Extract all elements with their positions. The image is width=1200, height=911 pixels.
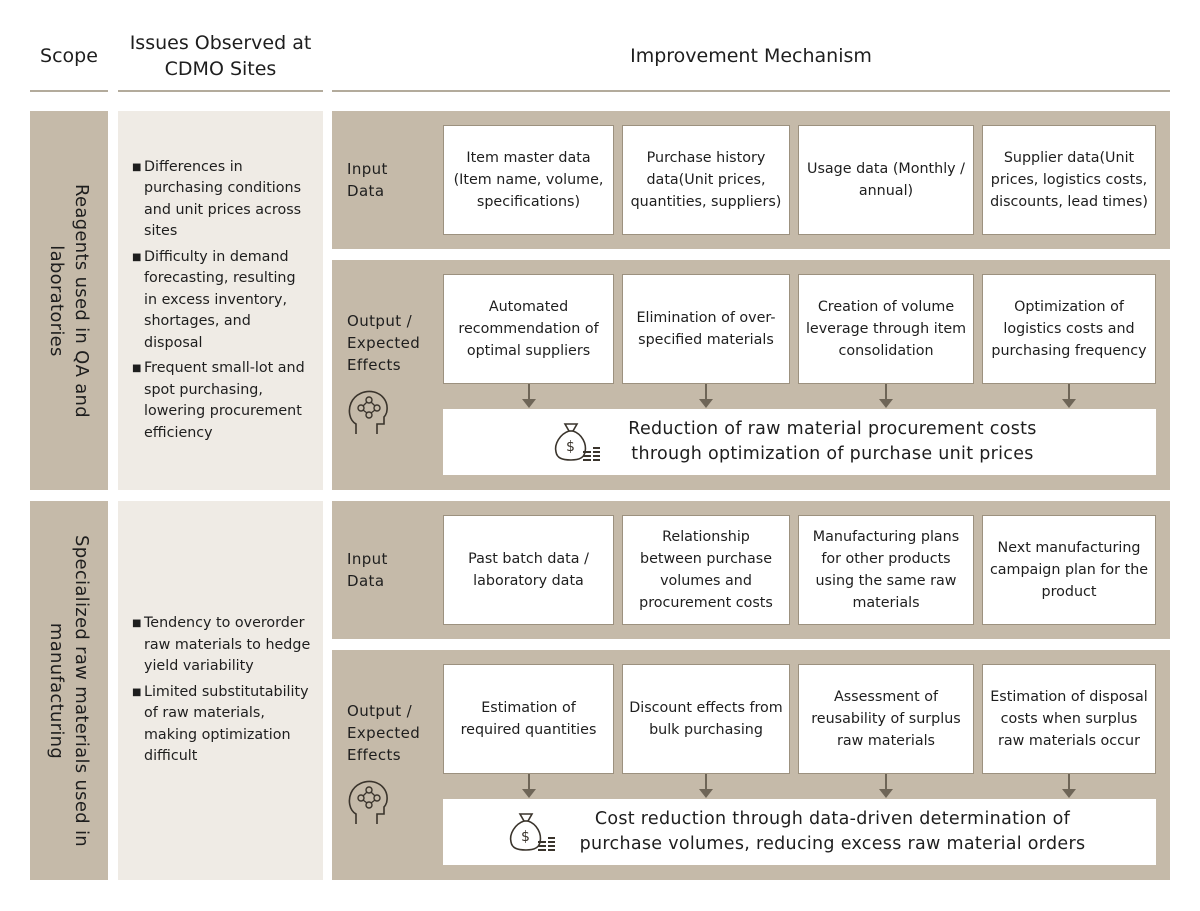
effect-text: Reduction of raw material procurement co… <box>628 419 1037 464</box>
input-box: Supplier data(Unit prices, logistics cos… <box>982 125 1156 235</box>
output-box: Optimization of logistics costs and purc… <box>982 274 1156 384</box>
input-box: Usage data (Monthly / annual) <box>798 125 974 235</box>
input-box: Manufacturing plans for other products u… <box>798 515 974 625</box>
head-network-icon <box>348 780 388 824</box>
effect-box: $ Reduction of raw material procurement … <box>443 409 1156 475</box>
money-bag-coins-icon: $ <box>554 423 600 461</box>
header-divider <box>30 90 108 92</box>
header-divider <box>118 90 323 92</box>
arrow-down <box>1062 774 1076 798</box>
output-box: Estimation of disposal costs when surplu… <box>982 664 1156 774</box>
arrow-down <box>879 384 893 408</box>
effect-box: $ Cost reduction through data-driven det… <box>443 799 1156 865</box>
input-panel: Input Data Past batch data / laboratory … <box>332 501 1170 639</box>
svg-text:$: $ <box>521 829 530 845</box>
input-panel: Input Data Item master data (Item name, … <box>332 111 1170 249</box>
arrow-down <box>1062 384 1076 408</box>
output-panel: Output / Expected Effects Estimation of … <box>332 650 1170 880</box>
input-box: Next manufacturing campaign plan for the… <box>982 515 1156 625</box>
arrow-down <box>879 774 893 798</box>
output-box: Creation of volume leverage through item… <box>798 274 974 384</box>
svg-text:$: $ <box>566 439 575 455</box>
arrow-down <box>699 384 713 408</box>
scope-label: Reagents used in QA and laboratories <box>46 183 92 418</box>
output-panel: Output / Expected Effects Automated reco… <box>332 260 1170 490</box>
issue-item: ■Limited substitutability of raw materia… <box>132 683 309 765</box>
input-box: Item master data (Item name, volume, spe… <box>443 125 614 235</box>
issue-item: ■Difficulty in demand forecasting, resul… <box>132 248 296 351</box>
output-label: Output / Expected Effects <box>347 702 421 764</box>
scope-header: Scope <box>40 45 98 67</box>
scope-cell-raw-materials: Specialized raw materials used in manufa… <box>30 501 108 880</box>
input-box: Purchase history data(Unit prices, quant… <box>622 125 790 235</box>
issue-item: ■Differences in purchasing conditions an… <box>132 158 302 240</box>
input-label: Input Data <box>347 160 388 200</box>
head-network-icon <box>348 390 388 434</box>
mechanism-header: Improvement Mechanism <box>630 45 872 67</box>
output-box: Estimation of required quantities <box>443 664 614 774</box>
issue-item: ■Tendency to overorder raw materials to … <box>132 615 311 675</box>
header-divider <box>332 90 1170 92</box>
issues-header: Issues Observed at CDMO Sites <box>129 32 312 80</box>
input-box: Relationship between purchase volumes an… <box>622 515 790 625</box>
input-label: Input Data <box>347 550 388 590</box>
output-box: Elimination of over-specified materials <box>622 274 790 384</box>
scope-cell-reagents: Reagents used in QA and laboratories <box>30 111 108 490</box>
issue-item: ■Frequent small-lot and spot purchasing,… <box>132 360 305 441</box>
effect-text: Cost reduction through data-driven deter… <box>579 809 1086 854</box>
arrow-down <box>522 384 536 408</box>
money-bag-coins-icon: $ <box>509 813 555 851</box>
output-label: Output / Expected Effects <box>347 312 421 374</box>
issues-cell-raw-materials: ■Tendency to overorder raw materials to … <box>118 501 323 880</box>
output-box: Automated recommendation of optimal supp… <box>443 274 614 384</box>
issues-cell-reagents: ■Differences in purchasing conditions an… <box>118 111 323 490</box>
scope-label: Specialized raw materials used in manufa… <box>46 534 92 847</box>
input-box: Past batch data / laboratory data <box>443 515 614 625</box>
output-box: Discount effects from bulk purchasing <box>622 664 790 774</box>
output-box: Assessment of reusability of surplus raw… <box>798 664 974 774</box>
arrow-down <box>522 774 536 798</box>
arrow-down <box>699 774 713 798</box>
